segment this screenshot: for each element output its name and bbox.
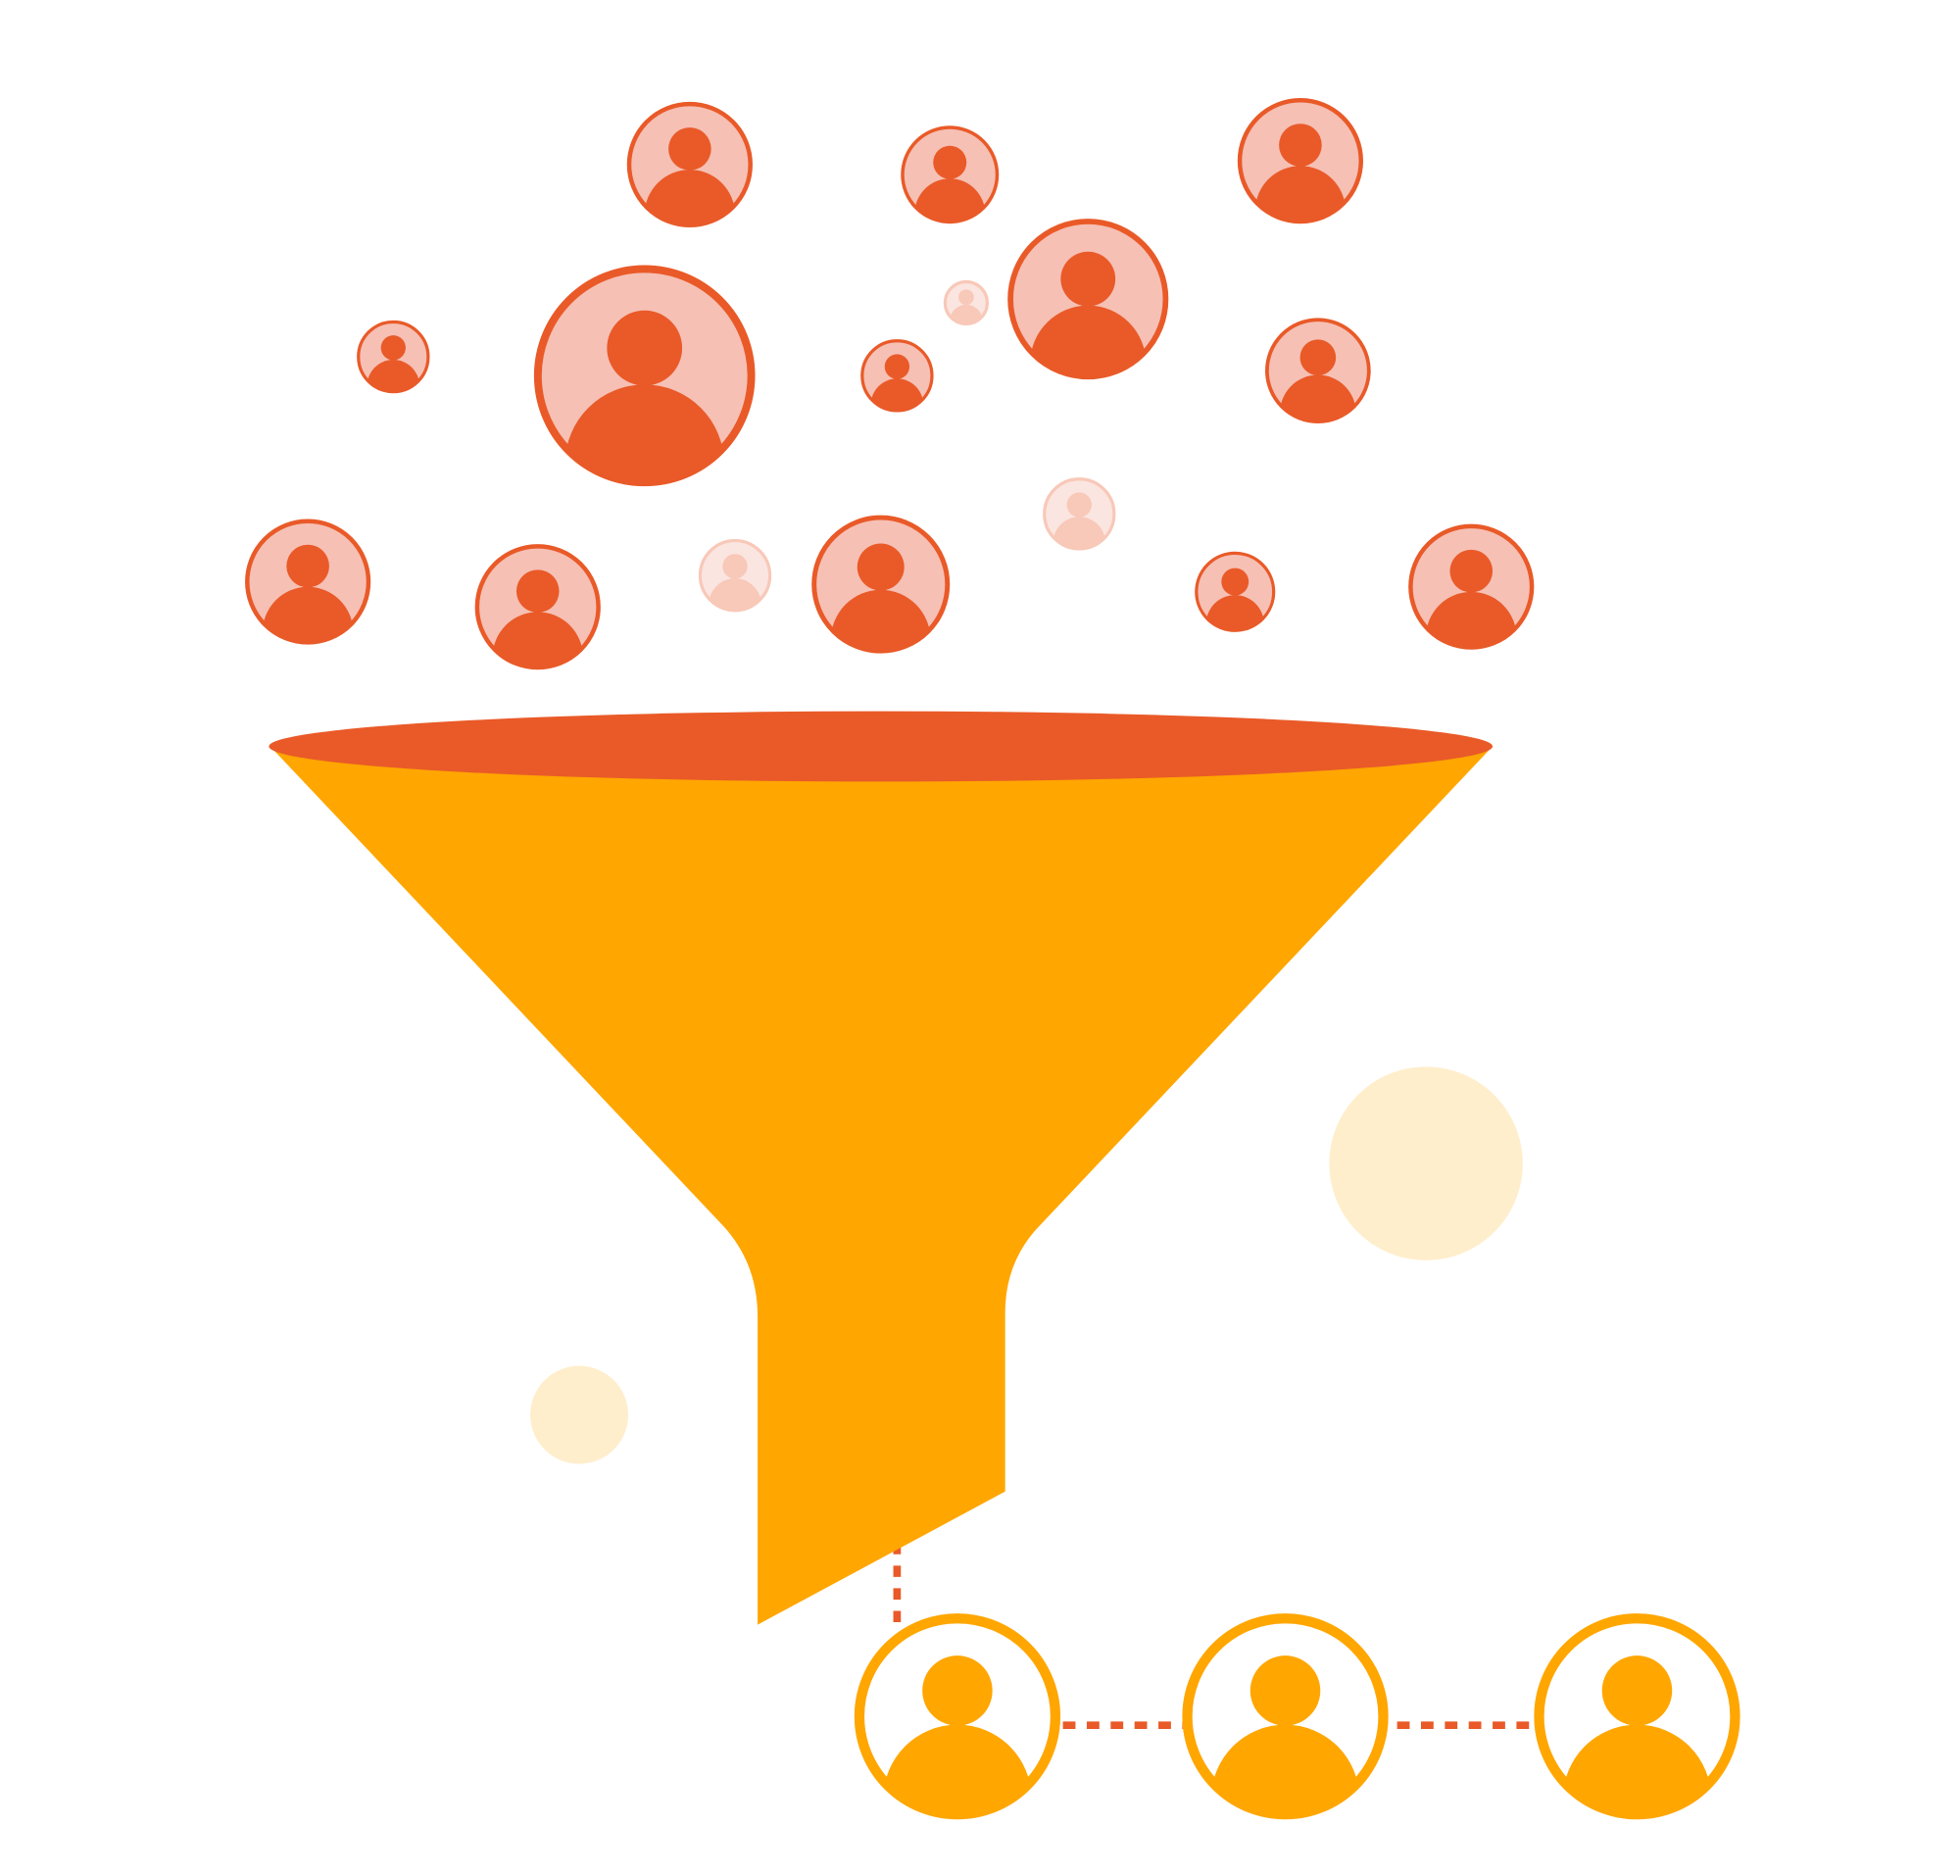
user-icon xyxy=(1195,551,1276,632)
user-icon-head xyxy=(922,1655,993,1726)
user-icon-body xyxy=(709,578,761,611)
user-icon-head xyxy=(1601,1655,1673,1726)
user-icon-head xyxy=(1066,492,1092,518)
user-icon-head xyxy=(1449,549,1494,593)
user-icon-body xyxy=(1030,305,1147,377)
user-icon xyxy=(698,538,772,613)
user-icon-head xyxy=(1060,251,1116,307)
user-icon-head xyxy=(286,544,329,588)
input-users xyxy=(245,97,1535,670)
user-icon xyxy=(1043,477,1116,551)
user-icon-head xyxy=(722,554,748,579)
user-icon-body xyxy=(644,170,736,225)
user-icon-body xyxy=(367,360,420,392)
user-icon xyxy=(245,518,371,645)
user-icon-head xyxy=(958,289,974,306)
decor-circle xyxy=(530,1365,629,1464)
user-icon-body xyxy=(1562,1724,1712,1815)
user-icon-body xyxy=(1426,591,1517,648)
user-icon xyxy=(854,1613,1061,1820)
user-icon xyxy=(1007,219,1169,380)
user-icon-head xyxy=(884,354,910,379)
output-users xyxy=(854,1613,1740,1820)
user-icon-body xyxy=(914,178,986,222)
funnel-body xyxy=(270,746,1494,1625)
user-icon-body xyxy=(830,589,931,652)
user-icon-head xyxy=(1299,339,1337,376)
user-icon xyxy=(943,279,989,326)
user-icon-body xyxy=(1280,374,1356,422)
user-icon xyxy=(626,101,753,228)
user-icon-body xyxy=(883,1724,1032,1815)
user-icon-body xyxy=(262,586,354,643)
user-icon xyxy=(1237,97,1364,224)
user-icon xyxy=(1534,1613,1740,1820)
user-icon-head xyxy=(933,145,967,179)
user-icon-body xyxy=(1254,166,1347,222)
user-icon xyxy=(901,125,1000,224)
user-icon-body xyxy=(1210,1724,1360,1815)
user-icon xyxy=(533,265,756,487)
user-icon-body xyxy=(1053,517,1106,549)
user-icon-head xyxy=(1250,1655,1321,1726)
user-icon xyxy=(357,320,430,394)
user-icon xyxy=(1265,318,1371,424)
user-icon-head xyxy=(515,569,560,613)
user-icon-body xyxy=(492,612,583,668)
user-icon xyxy=(474,544,601,670)
user-icon-head xyxy=(1221,568,1250,596)
user-icon-head xyxy=(1279,123,1322,167)
user-icon xyxy=(1408,523,1535,650)
user-icon xyxy=(1182,1613,1389,1820)
user-icon-head xyxy=(607,310,683,386)
funnel-rim xyxy=(269,711,1494,782)
user-icon-head xyxy=(668,127,711,171)
user-icon-head xyxy=(380,335,406,361)
user-icon xyxy=(860,339,934,413)
user-icon-body xyxy=(950,304,983,324)
user-icon-body xyxy=(1205,595,1264,631)
user-icon-body xyxy=(564,384,724,483)
decor-circle xyxy=(1329,1066,1523,1260)
user-icon-body xyxy=(870,378,924,411)
user-icon xyxy=(811,515,951,654)
user-icon-head xyxy=(857,543,905,591)
